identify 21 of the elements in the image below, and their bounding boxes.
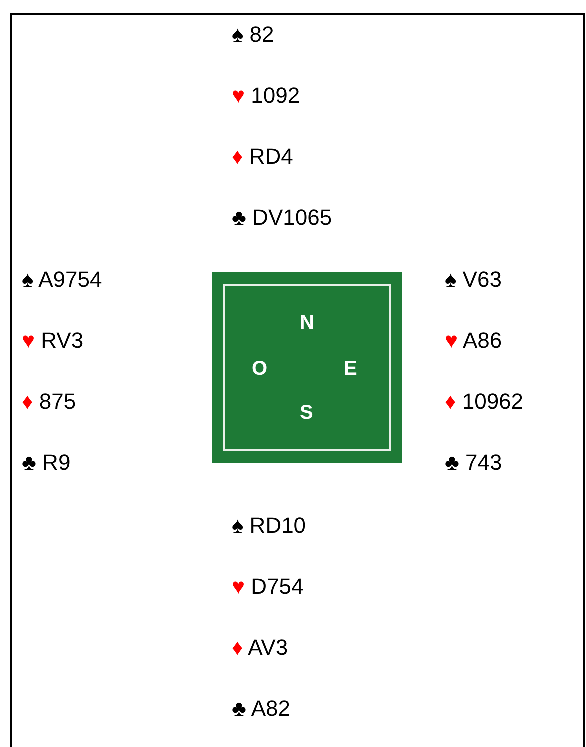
card-holding: ♥ RV3 [22, 328, 84, 354]
card-holding: ♦ AV3 [232, 635, 288, 661]
card-holding: ♠ A9754 [22, 267, 102, 293]
card-table [212, 272, 402, 463]
card-holding: ♠ 82 [232, 22, 274, 48]
compass-letter: O [252, 358, 268, 380]
compass-letter: S [300, 402, 314, 424]
card-holding: ♣ R9 [22, 450, 71, 476]
card-holding: ♥ A86 [445, 328, 502, 354]
compass-letter: E [344, 358, 358, 380]
card-holding: ♠ V63 [445, 267, 502, 293]
compass-letter: N [300, 312, 314, 334]
card-holding: ♥ D754 [232, 574, 304, 600]
card-holding: ♠ RD10 [232, 513, 306, 539]
card-holding: ♣ DV1065 [232, 205, 332, 231]
card-holding: ♦ 875 [22, 389, 76, 415]
card-holding: ♣ A82 [232, 696, 290, 722]
card-holding: ♣ 743 [445, 450, 502, 476]
card-holding: ♦ 10962 [445, 389, 524, 415]
card-holding: ♦ RD4 [232, 144, 294, 170]
card-holding: ♥ 1092 [232, 83, 300, 109]
